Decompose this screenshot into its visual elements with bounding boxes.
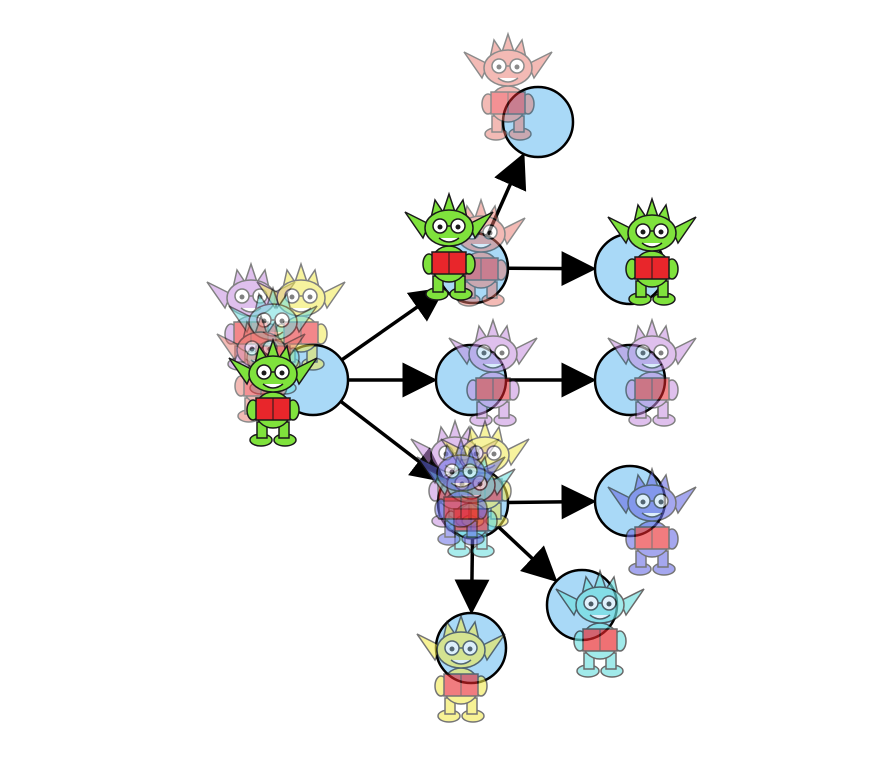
book-icon	[582, 628, 618, 652]
goblin-lower-diagonal-1	[555, 568, 645, 678]
edge-lower-to-lower-diagonal	[497, 525, 558, 583]
book-icon	[443, 673, 479, 697]
book-icon	[634, 377, 670, 401]
goblin-lower-4	[416, 436, 506, 546]
book-icon	[634, 526, 670, 550]
goblins-layer	[206, 31, 697, 723]
goblin-upper-right-1	[607, 196, 697, 306]
goblin-middle-right-1	[607, 317, 697, 427]
book-icon	[634, 256, 670, 280]
goblin-middle-1	[448, 317, 538, 427]
edge-upper-to-upper-right	[507, 251, 597, 287]
goblin-upper-2	[404, 191, 494, 301]
edge-lower-to-lower-right	[507, 484, 597, 520]
book-icon	[490, 91, 526, 115]
book-icon	[443, 496, 479, 520]
book-icon	[475, 377, 511, 401]
goblin-top-leaf-1	[463, 31, 553, 141]
edge-root-to-upper	[340, 287, 446, 362]
goblin-bottom-1	[416, 613, 506, 723]
book-icon	[255, 397, 291, 421]
goblin-lower-right-1	[607, 466, 697, 576]
book-icon	[431, 251, 467, 275]
goblin-root-5	[228, 337, 318, 447]
